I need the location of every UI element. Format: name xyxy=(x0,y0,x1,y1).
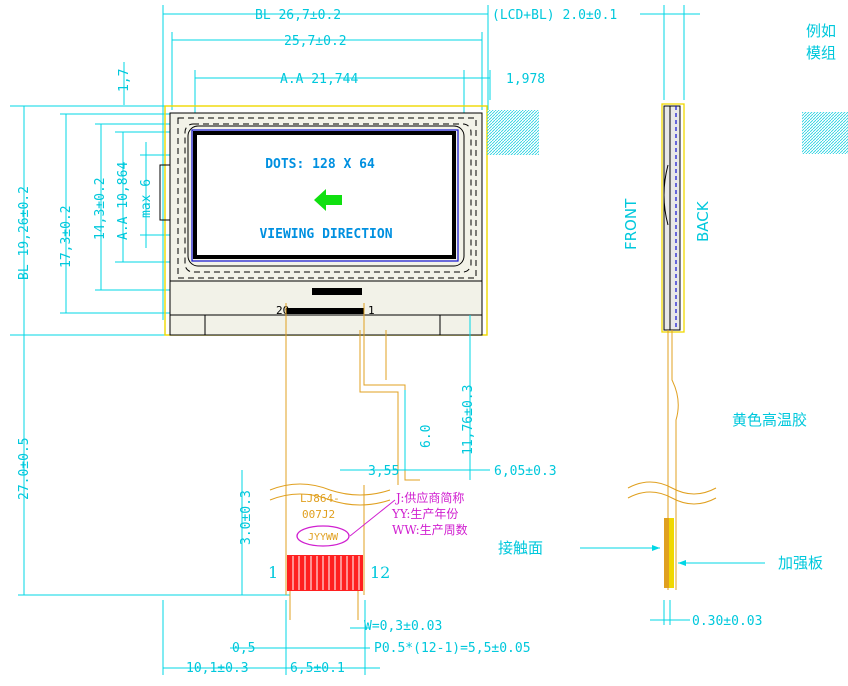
aa-height-label: A.A 10,864 xyxy=(116,162,131,240)
aa-offset-label: 1,978 xyxy=(506,72,545,87)
legend-supplier: J:供应商简称 xyxy=(394,490,464,505)
legend-week: WW:生产周数 xyxy=(392,522,468,537)
yyww-ellipse xyxy=(296,525,350,547)
dots-label: DOTS: 128 X 64 xyxy=(265,157,375,172)
pad-12-label: 12 xyxy=(370,563,390,582)
bl-height-label: BL 19,26±0.2 xyxy=(17,186,32,280)
side-view: FRONT BACK 接触面 加强板 0.30±0.03 黄色高温胶 xyxy=(498,103,823,629)
connector xyxy=(312,288,362,295)
pitch-label: P0.5*(12-1)=5,5±0.05 xyxy=(374,641,531,656)
bl-width-label: BL 26,7±0.2 xyxy=(255,8,341,23)
left-dimensions: BL 19,26±0.2 17,3±0.2 14,3±0.2 A.A 10,86… xyxy=(10,62,290,596)
outer-width-label: 25,7±0.2 xyxy=(284,34,347,49)
front-label: FRONT xyxy=(622,198,640,250)
yyww-label: JYYWW xyxy=(308,532,339,543)
yellow-tape-label: 黄色高温胶 xyxy=(732,411,807,429)
pad-1-label: 1 xyxy=(268,563,278,582)
lcd-bl-thickness-label: (LCD+BL) 2.0±0.1 xyxy=(492,8,617,23)
viewing-direction-arrow-icon xyxy=(314,189,342,211)
fpc-cable: LJ864- 007J2 JYYWW J:供应商简称 YY:生产年份 WW:生产… xyxy=(268,303,468,620)
pin-width-label: W=0,3±0.03 xyxy=(364,619,442,634)
thickness-label: 0.30±0.03 xyxy=(692,614,762,629)
max6-label: max 6 xyxy=(139,179,154,218)
stiffener-label: 加强板 xyxy=(778,554,823,572)
fpc-355-label: 3,55 xyxy=(368,464,399,479)
contact-face-label: 接触面 xyxy=(498,539,543,557)
contact-face xyxy=(664,518,669,588)
fpc-1176-label: 11,76±0.3 xyxy=(461,385,476,455)
back-label: BACK xyxy=(694,200,712,242)
fpc-605-label: 6,05±0.3 xyxy=(494,464,557,479)
example-note-1: 例如 xyxy=(806,22,836,40)
pin1-label: 1 xyxy=(368,304,375,317)
top-dimensions: BL 26,7±0.2 (LCD+BL) 2.0±0.1 25,7±0.2 A.… xyxy=(162,5,700,320)
pin-row xyxy=(286,308,364,314)
contact-pads xyxy=(287,555,363,591)
right-notes: 例如 模组 xyxy=(802,22,848,154)
example-note-2: 模组 xyxy=(806,44,836,62)
pin-05-label: 0,5 xyxy=(232,641,255,656)
legend-year: YY:生产年份 xyxy=(391,507,458,521)
fpc-length-label: 27.0±0.5 xyxy=(17,437,32,500)
left-101-label: 10,1±0.3 xyxy=(186,661,249,676)
height-173-label: 17,3±0.2 xyxy=(59,205,74,268)
fpc-code-line1: LJ864- xyxy=(300,492,340,505)
stiffener-plate xyxy=(669,518,674,588)
lcd-module-front: DOTS: 128 X 64 VIEWING DIRECTION 20 1 xyxy=(159,105,539,336)
fpc-60-label: 6.0 xyxy=(419,425,434,448)
height-143-label: 14,3±0.2 xyxy=(93,177,108,240)
top-gap-label: 1,7 xyxy=(117,69,132,92)
fpc-dimensions: 3.0±0.3 6.0 11,76±0.3 3,55 6,05±0.3 W=0,… xyxy=(162,315,557,676)
example-hatch xyxy=(802,112,848,154)
pin20-label: 20 xyxy=(276,304,289,317)
fpc-code-line2: 007J2 xyxy=(302,508,335,521)
fpc-30-label: 3.0±0.3 xyxy=(239,490,254,545)
hatch-area xyxy=(487,110,539,155)
aa-width-label: A.A 21,744 xyxy=(280,72,358,87)
viewing-direction-label: VIEWING DIRECTION xyxy=(259,227,392,242)
fpc-width-label: 6,5±0.1 xyxy=(290,661,345,676)
